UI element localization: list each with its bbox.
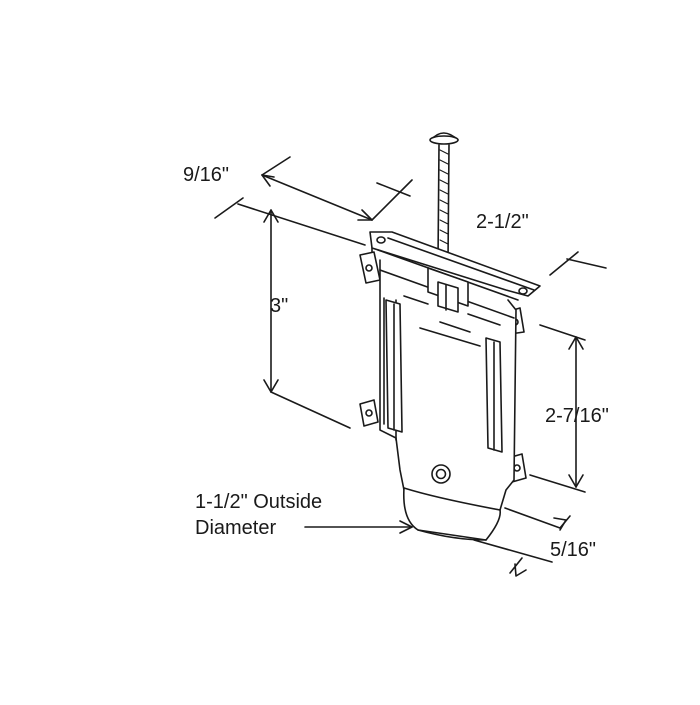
dim-line-height	[214, 197, 244, 219]
dim-label-body-height: 2-7/16"	[545, 405, 609, 427]
wheel	[402, 487, 502, 541]
dim-label-top-width: 9/16"	[183, 164, 230, 186]
dim-line-top-width	[261, 174, 373, 221]
dim-label-diameter-line2: Diameter	[195, 517, 277, 539]
dim-label-bolt-length: 2-1/2"	[476, 211, 529, 233]
dim-label-height: 3"	[270, 295, 289, 317]
dim-line-bolt	[549, 251, 579, 276]
bolt	[429, 132, 459, 263]
dim-label-diameter-line1: 1-1/2" Outside	[195, 491, 323, 513]
housing	[359, 251, 527, 511]
dimension-lines	[214, 156, 607, 577]
dim-line-body-height	[539, 324, 586, 341]
top-plate	[369, 231, 541, 301]
dim-line-wheel-width	[504, 507, 561, 529]
dim-label-wheel-width: 5/16"	[550, 539, 597, 561]
